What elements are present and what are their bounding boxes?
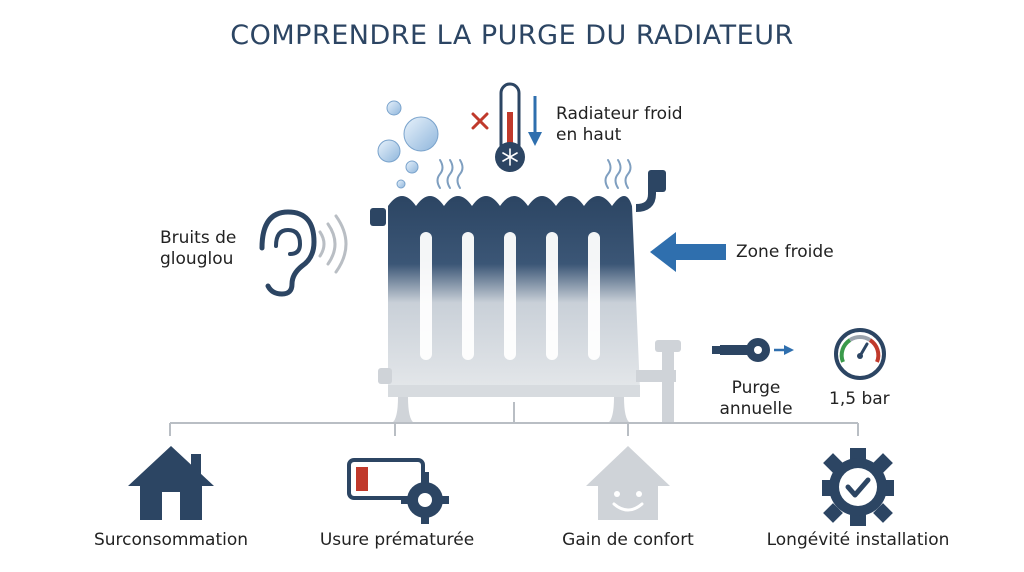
down-arrow-icon — [528, 96, 542, 146]
purge-label-line2: annuelle — [719, 399, 793, 419]
purge-label-line1: Purge — [731, 378, 781, 398]
thermometer-icon — [495, 82, 525, 172]
house-icon — [128, 446, 214, 520]
cold-zone-arrow-icon — [650, 232, 726, 272]
pressure-gauge-icon — [834, 328, 886, 380]
cold-top-label-line1: Radiateur froid — [556, 104, 683, 124]
purge-label: Purge annuelle — [711, 378, 801, 420]
noise-label-line1: Bruits de — [160, 228, 237, 248]
sound-waves-icon — [318, 214, 348, 274]
air-bubbles-icon — [377, 100, 439, 189]
cold-top-label: Radiateur froid en haut — [556, 104, 683, 146]
battery-gear-icon — [347, 458, 449, 524]
red-x-icon — [471, 112, 489, 130]
noise-label: Bruits de glouglou — [160, 228, 236, 270]
radiator-icon — [370, 170, 681, 423]
bottom-label-longevite: Longévité installation — [766, 530, 950, 550]
pressure-label: 1,5 bar — [829, 389, 890, 409]
cold-top-label-line2: en haut — [556, 125, 622, 145]
gear-check-icon — [822, 448, 894, 526]
page-title: COMPRENDRE LA PURGE DU RADIATEUR — [230, 20, 794, 51]
ear-icon — [259, 209, 317, 297]
bottom-label-usure: Usure prématurée — [319, 530, 475, 550]
cold-zone-label: Zone froide — [736, 242, 834, 262]
bleed-key-icon — [712, 338, 794, 362]
steam-wisps-icon — [436, 159, 632, 189]
bottom-label-surconsommation: Surconsommation — [93, 530, 249, 550]
noise-label-line2: glouglou — [160, 249, 234, 269]
smiling-house-icon — [586, 446, 670, 520]
connector-lines — [169, 402, 859, 436]
bottom-label-confort: Gain de confort — [562, 530, 694, 550]
